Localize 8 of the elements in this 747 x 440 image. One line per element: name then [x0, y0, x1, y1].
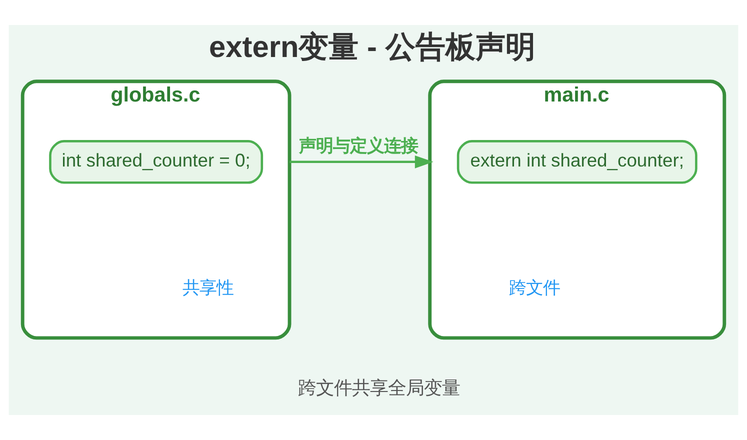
arrow: [290, 155, 434, 168]
label: 跨文件: [509, 278, 560, 298]
label: 共享性: [182, 278, 234, 298]
diagram-title: extern变量 - 公告板声明: [208, 30, 536, 64]
node-box: int shared_counter = 0;: [49, 140, 264, 184]
edge-label: 声明与定义连接: [299, 136, 418, 156]
node-box: extern int shared_counter;: [456, 140, 698, 184]
caption: 跨文件共享全局变量: [298, 377, 460, 398]
